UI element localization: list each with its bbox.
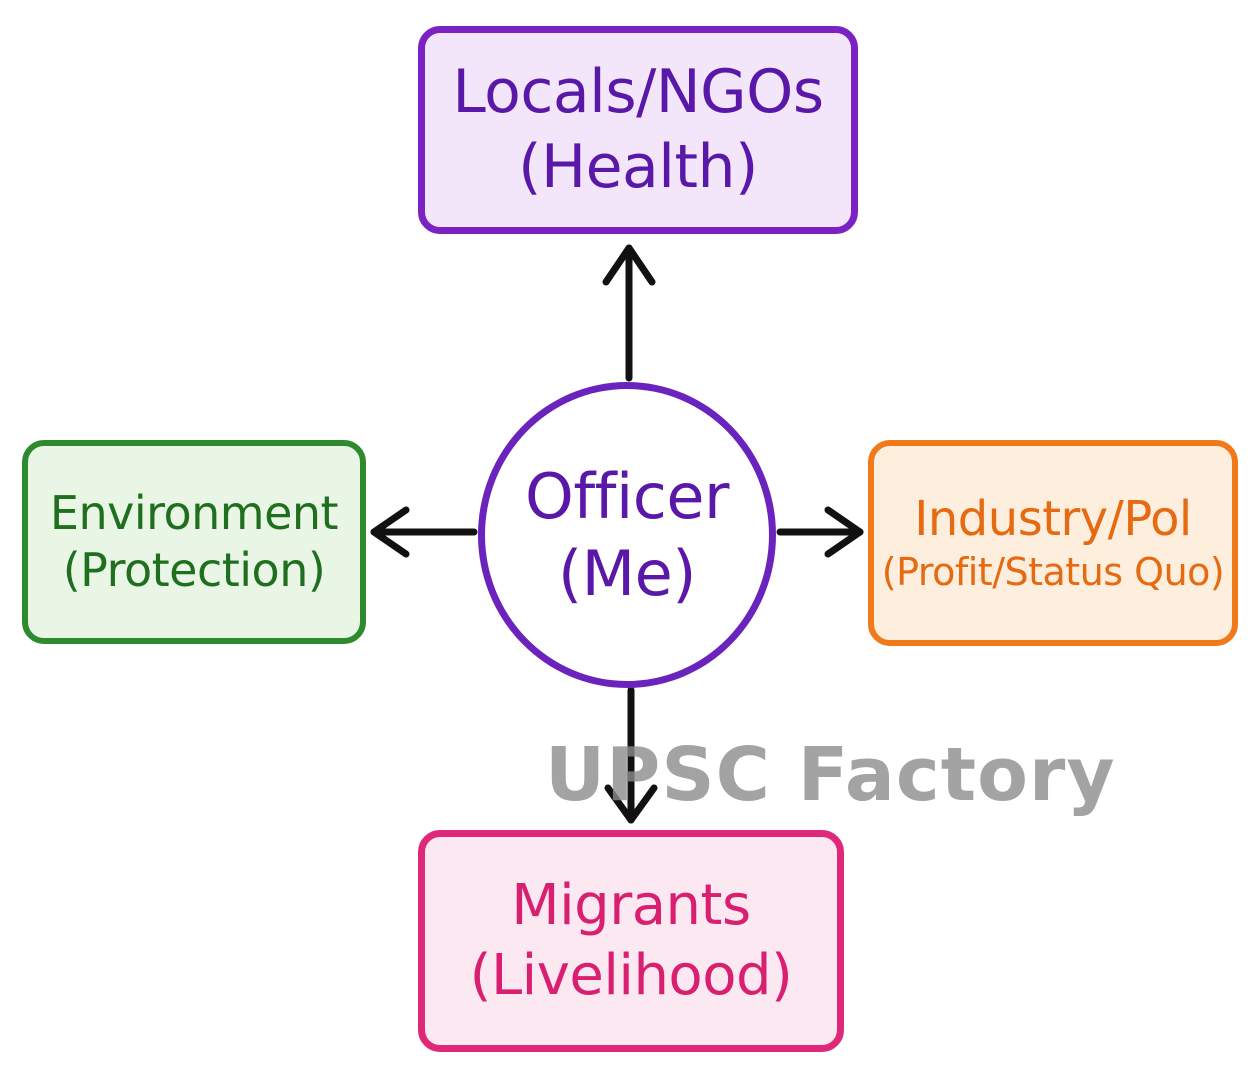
node-label-line2: (Protection) bbox=[62, 543, 326, 597]
node-label-line2: (Livelihood) bbox=[469, 943, 793, 1008]
node-industry-pol: Industry/Pol (Profit/Status Quo) bbox=[868, 440, 1238, 646]
arrow-to-right bbox=[776, 506, 864, 558]
arrow-to-top bbox=[602, 244, 656, 382]
node-label-line1: Industry/Pol bbox=[914, 491, 1192, 548]
node-label-line2: (Health) bbox=[518, 132, 758, 202]
node-locals-ngos: Locals/NGOs (Health) bbox=[418, 26, 858, 234]
watermark: UPSC Factory bbox=[545, 732, 1116, 818]
node-label-line1: Locals/NGOs bbox=[452, 57, 824, 127]
node-label-line1: Environment bbox=[49, 485, 339, 540]
node-label-line2: (Profit/Status Quo) bbox=[881, 550, 1225, 595]
node-migrants: Migrants (Livelihood) bbox=[418, 830, 844, 1052]
node-officer-center: Officer (Me) bbox=[478, 382, 776, 688]
node-label-line1: Officer bbox=[525, 459, 729, 533]
node-label-line1: Migrants bbox=[511, 873, 751, 938]
arrow-to-bottom bbox=[604, 686, 658, 824]
node-environment: Environment (Protection) bbox=[22, 440, 366, 644]
node-label-line2: (Me) bbox=[557, 537, 697, 610]
arrow-to-left bbox=[370, 506, 478, 558]
